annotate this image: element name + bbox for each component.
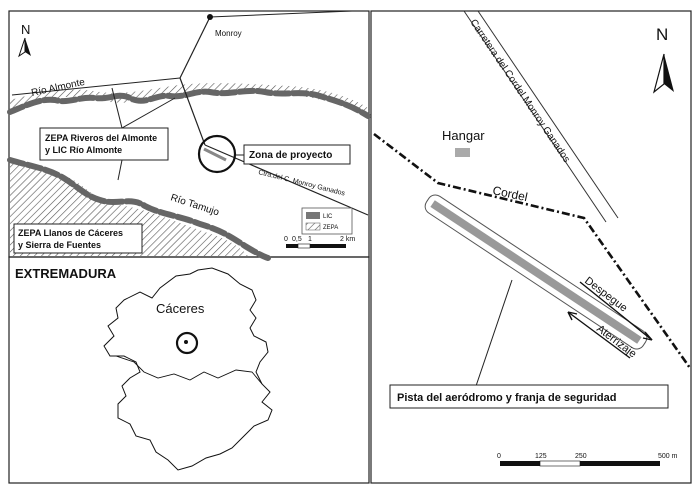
north-label-a: N [21, 22, 30, 37]
monroy-point [207, 14, 213, 20]
river-almonte [7, 87, 371, 119]
river-tamujo [7, 157, 271, 261]
town-monroy: Monroy [215, 29, 242, 38]
project-zone-circle [197, 134, 237, 174]
callout-zona-label: Zona de proyecto [249, 150, 332, 161]
region-label: EXTREMADURA [15, 266, 117, 281]
scale-c-tick0: 0 [497, 453, 501, 460]
callout-llanos-line1: ZEPA Llanos de Cáceres [18, 228, 123, 238]
road-a1 [179, 16, 211, 79]
leader-riveros-1 [111, 87, 123, 129]
scale-a-tick1: 0,5 [292, 236, 302, 243]
scale-a-seg1 [286, 244, 298, 248]
scale-a-seg3 [310, 244, 346, 248]
callout-zona-box [243, 144, 351, 165]
callout-llanos-box [13, 223, 143, 254]
north-arrow-c-icon [664, 54, 674, 92]
road-a2 [179, 77, 206, 146]
panel-b-frame [8, 256, 370, 484]
scale-a-seg2 [297, 243, 311, 249]
legend-lic-label: LIC [323, 214, 333, 220]
legend-zepa-label: ZEPA [323, 225, 338, 231]
callout-riveros-line1: ZEPA Riveros del Almonte [45, 133, 157, 143]
scale-c-seg1 [500, 461, 540, 466]
scale-c-seg3 [580, 461, 660, 466]
city-caceres-label: Cáceres [156, 301, 205, 316]
road-a-label: Ctra.del C. Monroy Ganados [258, 169, 347, 197]
pista-label: Pista del aeródromo y franja de segurida… [397, 392, 616, 404]
province-border [115, 355, 263, 385]
leader-pista [475, 279, 513, 387]
callout-llanos-line2: y Sierra de Fuentes [18, 240, 101, 250]
scale-a-tick0: 0 [284, 236, 288, 243]
extremadura-outline [103, 267, 273, 471]
road-a3 [204, 144, 369, 216]
panel-b-extremadura-map [103, 267, 273, 471]
leader-riveros-3 [117, 159, 123, 181]
leader-riveros-2 [121, 97, 176, 129]
scale-a-tick2: 1 [308, 236, 312, 243]
legend-zepa-swatch [305, 222, 321, 231]
panel-c-site-plan [373, 10, 692, 467]
legend-lic-swatch [306, 212, 320, 219]
road-c-right [477, 10, 619, 219]
scale-a-tick3: 2 km [340, 236, 355, 243]
road-c-left [463, 10, 607, 223]
cordel-label: Cordel [491, 183, 528, 204]
scale-c-tick3: 500 m [658, 453, 678, 460]
callout-riveros-box [39, 127, 169, 161]
caceres-point [184, 340, 188, 344]
panel-c-frame [370, 10, 692, 484]
scale-c-seg2 [539, 460, 581, 467]
north-label-c: N [656, 25, 668, 44]
scale-c-tick1: 125 [535, 453, 547, 460]
scale-c-tick2: 250 [575, 453, 587, 460]
callout-riveros-line2: y LIC Río Almonte [45, 145, 122, 155]
runway [430, 200, 642, 344]
road-a4 [11, 77, 181, 96]
road-a5 [209, 10, 353, 18]
north-arrow-a-icon [25, 38, 31, 56]
caceres-circle [175, 331, 199, 355]
project-runway-mark [203, 147, 227, 162]
aterrizaje-arrow [567, 311, 631, 359]
despegue-arrow [579, 281, 653, 341]
hangar-label: Hangar [442, 128, 485, 143]
hangar-box [455, 148, 470, 157]
panel-a-regional-map [7, 10, 371, 261]
cordel-line [373, 132, 692, 369]
pista-box [389, 384, 669, 409]
